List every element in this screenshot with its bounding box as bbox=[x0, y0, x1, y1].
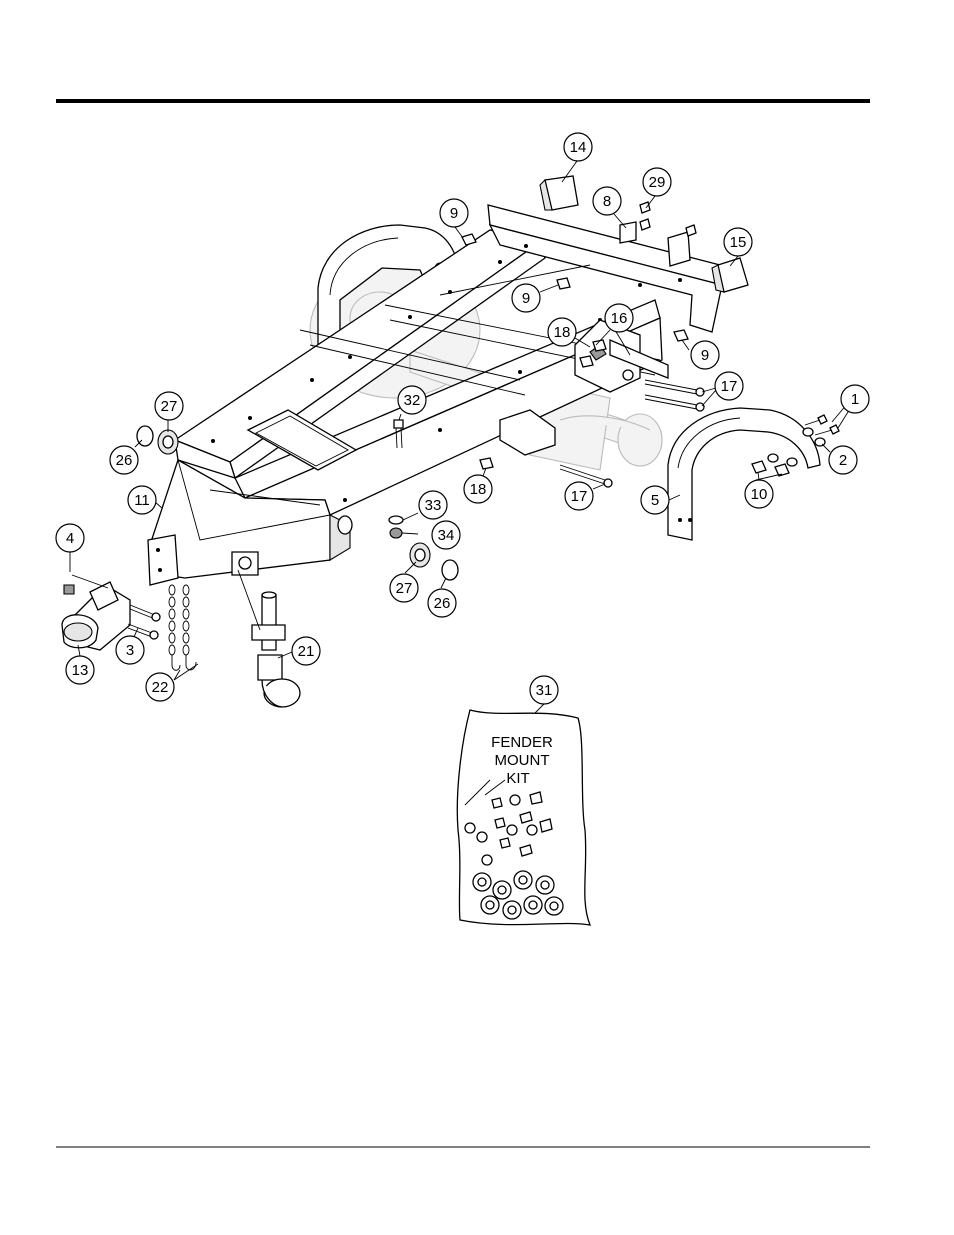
callout-1: 1 bbox=[841, 385, 869, 413]
kit-label-line1: FENDER bbox=[491, 734, 553, 751]
callout-33: 33 bbox=[419, 491, 447, 519]
callout-17-lower: 17 bbox=[565, 482, 593, 510]
callout-label: 16 bbox=[611, 310, 628, 327]
callout-label: 11 bbox=[134, 492, 150, 509]
callout-5: 5 bbox=[641, 486, 669, 514]
callout-13: 13 bbox=[66, 656, 94, 684]
callout-label: 15 bbox=[730, 234, 747, 251]
callout-label: 1 bbox=[851, 391, 859, 408]
callout-2: 2 bbox=[829, 446, 857, 474]
callout-label: 17 bbox=[721, 378, 738, 395]
callout-27-right: 27 bbox=[390, 574, 418, 602]
callout-label: 27 bbox=[161, 398, 178, 415]
callout-label: 26 bbox=[116, 452, 133, 469]
callout-label: 9 bbox=[450, 205, 458, 222]
callout-label: 34 bbox=[438, 527, 455, 544]
callout-27-left: 27 bbox=[155, 392, 183, 420]
callout-4: 4 bbox=[56, 524, 84, 552]
kit-label-line2: MOUNT bbox=[495, 752, 550, 769]
callout-label: 32 bbox=[404, 392, 421, 409]
callout-label: 29 bbox=[649, 174, 666, 191]
callout-label: 22 bbox=[152, 679, 169, 696]
callout-26-right: 26 bbox=[428, 589, 456, 617]
callout-label: 21 bbox=[298, 643, 315, 660]
callout-9-middle: 9 bbox=[512, 284, 540, 312]
callout-9-right: 9 bbox=[691, 341, 719, 369]
callout-label: 10 bbox=[751, 486, 768, 503]
callout-29: 29 bbox=[643, 168, 671, 196]
callout-8: 8 bbox=[593, 187, 621, 215]
fender-mount-kit: FENDER MOUNT KIT bbox=[457, 710, 590, 925]
callout-18-lower: 18 bbox=[464, 475, 492, 503]
callout-21: 21 bbox=[292, 637, 320, 665]
callout-label: 9 bbox=[522, 290, 530, 307]
callout-10: 10 bbox=[745, 480, 773, 508]
callout-9-top: 9 bbox=[440, 199, 468, 227]
callout-label: 5 bbox=[651, 492, 659, 509]
safety-chains bbox=[169, 585, 196, 670]
callout-label: 13 bbox=[72, 662, 89, 679]
callout-label: 14 bbox=[570, 139, 587, 156]
coupler-bolts bbox=[128, 605, 160, 639]
callout-31: 31 bbox=[530, 676, 558, 704]
callout-label: 4 bbox=[66, 530, 74, 547]
callout-18-upper: 18 bbox=[548, 318, 576, 346]
callout-15: 15 bbox=[724, 228, 752, 256]
callout-label: 18 bbox=[470, 481, 487, 498]
callout-32: 32 bbox=[398, 386, 426, 414]
right-fender bbox=[668, 408, 820, 540]
callout-label: 9 bbox=[701, 347, 709, 364]
callout-label: 33 bbox=[425, 497, 442, 514]
callout-label: 26 bbox=[434, 595, 451, 612]
callout-22: 22 bbox=[146, 673, 174, 701]
callout-label: 8 bbox=[603, 193, 611, 210]
callout-16: 16 bbox=[605, 304, 633, 332]
callout-11: 11 bbox=[128, 486, 156, 514]
callout-26-left: 26 bbox=[110, 446, 138, 474]
callout-label: 31 bbox=[536, 682, 553, 699]
callout-34: 34 bbox=[432, 521, 460, 549]
callout-label: 18 bbox=[554, 324, 571, 341]
callout-17-upper: 17 bbox=[715, 372, 743, 400]
kit-label-line3: KIT bbox=[506, 770, 529, 787]
callout-label: 17 bbox=[571, 488, 588, 505]
callout-14: 14 bbox=[564, 133, 592, 161]
callout-label: 27 bbox=[396, 580, 413, 597]
callout-label: 3 bbox=[126, 642, 134, 659]
callout-3: 3 bbox=[116, 636, 144, 664]
callout-label: 2 bbox=[839, 452, 847, 469]
tongue-jack bbox=[232, 552, 300, 707]
